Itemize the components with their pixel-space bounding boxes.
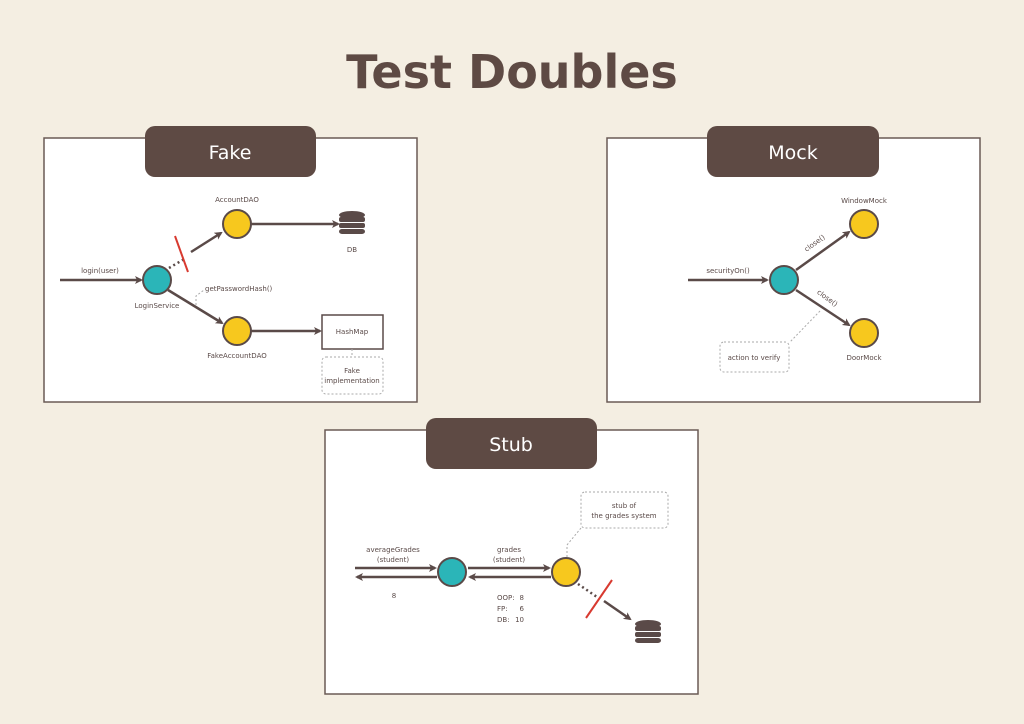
mock-panel: Mock securityOn() close() close() action… xyxy=(606,126,981,403)
stub-tab xyxy=(426,418,597,469)
grade-value: 10 xyxy=(515,616,524,624)
verify-leader xyxy=(789,310,821,343)
fake-note-line2: implementation xyxy=(324,377,379,385)
grades-stub-node xyxy=(551,557,581,587)
grades-call-label-1: grades xyxy=(497,546,521,554)
fake-account-dao-label: FakeAccountDAO xyxy=(207,352,267,360)
fake-panel: Fake login(user) getPasswordHash() Login… xyxy=(43,126,418,403)
average-result: 8 xyxy=(392,592,396,600)
login-call-label: login(user) xyxy=(81,267,119,275)
grade-subject: DB: xyxy=(497,616,510,624)
stub-tab-label: Stub xyxy=(489,434,533,456)
stub-note-line2: the grades system xyxy=(591,512,656,520)
mock-subject-node xyxy=(769,265,799,295)
cut-mark xyxy=(174,235,189,273)
door-mock-label: DoorMock xyxy=(846,354,882,362)
db-label: DB xyxy=(347,246,357,254)
login-service-label: LoginService xyxy=(135,302,180,310)
window-arrow xyxy=(795,230,851,272)
stub-client-node xyxy=(437,557,467,587)
fake-note-line1: Fake xyxy=(344,367,360,375)
login-service-node xyxy=(142,265,172,295)
verify-note xyxy=(719,341,790,373)
hashmap-label: HashMap xyxy=(336,328,369,336)
page-title: Test Doubles xyxy=(346,45,678,99)
account-dao-node xyxy=(222,209,252,239)
door-mock-node xyxy=(849,318,879,348)
window-mock-node xyxy=(849,209,879,239)
security-call-label: securityOn() xyxy=(706,267,750,275)
method-leader xyxy=(195,289,205,305)
cut-mark xyxy=(585,579,613,619)
stub-db-arrow xyxy=(603,599,632,621)
window-mock-label: WindowMock xyxy=(841,197,888,205)
stub-panel: Stub averageGrades (student) 8 grades (s… xyxy=(324,418,699,695)
mock-tab-label: Mock xyxy=(768,142,817,164)
door-arrow xyxy=(795,288,851,327)
mock-tab xyxy=(707,126,879,177)
grade-value: 6 xyxy=(520,605,525,613)
account-dao-label: AccountDAO xyxy=(215,196,259,204)
grade-value: 8 xyxy=(520,594,524,602)
stub-note-line1: stub of xyxy=(612,502,637,510)
average-call-label-2: (student) xyxy=(377,556,409,564)
fake-dao-arrow xyxy=(167,288,224,325)
verify-note-label: action to verify xyxy=(728,354,781,362)
average-call-label-1: averageGrades xyxy=(366,546,420,554)
stub-note-leader xyxy=(566,527,582,557)
grades-call-label-2: (student) xyxy=(493,556,525,564)
account-dao-arrow xyxy=(190,231,223,254)
fake-tab xyxy=(145,126,316,177)
fake-note xyxy=(321,356,384,395)
grade-subject: FP: xyxy=(497,605,508,613)
hashmap-box xyxy=(321,314,384,350)
stub-note xyxy=(580,491,669,529)
fake-tab-label: Fake xyxy=(209,142,252,164)
grade-subject: OOP: xyxy=(497,594,515,602)
broken-link xyxy=(577,582,598,599)
fake-account-dao-node xyxy=(222,316,252,346)
method-label: getPasswordHash() xyxy=(205,285,273,293)
grades-list: OOP: 8 FP: 6 DB: 10 xyxy=(497,594,525,624)
